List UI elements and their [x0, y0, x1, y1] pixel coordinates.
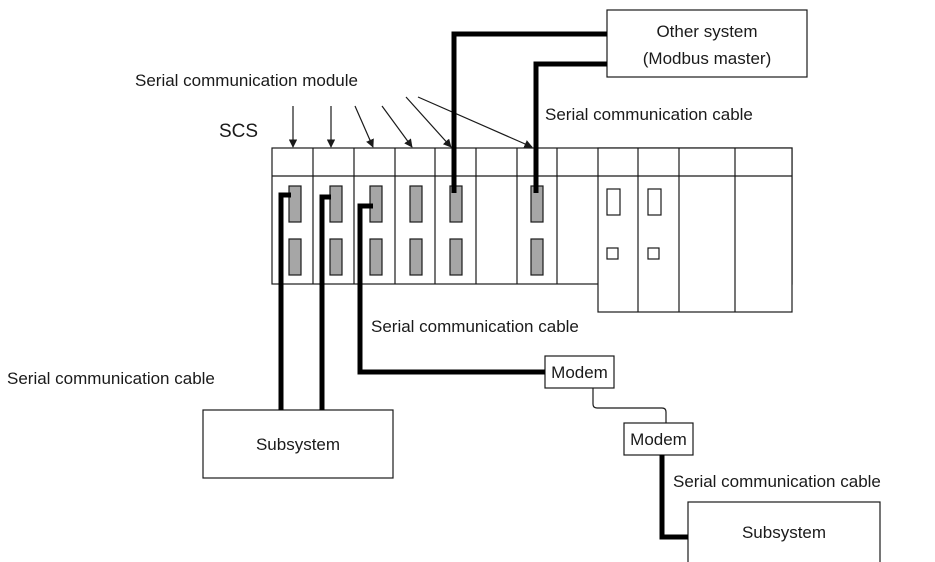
cable-subsystem-left-2 — [319, 194, 331, 410]
indicator-large-2 — [647, 188, 662, 216]
indicator-large-1 — [606, 188, 621, 216]
cable-label-bottom-right: Serial communication cable — [673, 472, 881, 491]
port-2a — [329, 185, 343, 223]
indicator-small-2 — [647, 247, 660, 260]
modem-link-line — [592, 388, 667, 423]
cable-modem-1 — [357, 203, 545, 375]
modem-2-box: Modem — [623, 422, 694, 456]
scs-rack — [271, 147, 793, 313]
port-1b — [288, 238, 302, 276]
cable-subsystem-right — [659, 455, 688, 540]
subsystem-right-label: Subsystem — [742, 523, 826, 542]
port-5b — [449, 238, 463, 276]
port-3b — [369, 238, 383, 276]
port-2b — [329, 238, 343, 276]
scs-label: SCS — [219, 121, 258, 142]
subsystem-right-box: Subsystem — [687, 501, 881, 562]
other-system-title: Other system — [656, 22, 757, 41]
modem-2-label: Modem — [630, 430, 687, 449]
cable-other-system-1 — [451, 31, 607, 193]
port-4a — [409, 185, 423, 223]
module-arrows — [288, 96, 533, 148]
rack-extended-modules — [597, 147, 793, 313]
indicator-small-1 — [606, 247, 619, 260]
module-label: Serial communication module — [135, 71, 358, 90]
other-system-box: Other system (Modbus master) — [606, 9, 808, 78]
serial-ports — [288, 185, 544, 276]
subsystem-left-box: Subsystem — [202, 409, 394, 479]
cable-other-system-2 — [533, 61, 607, 193]
module-indicators — [606, 188, 662, 260]
cable-label-left: Serial communication cable — [7, 369, 215, 388]
modem-1-box: Modem — [544, 355, 615, 389]
port-4b — [409, 238, 423, 276]
port-7b — [530, 238, 544, 276]
modem-1-label: Modem — [551, 363, 608, 382]
port-1a — [288, 185, 302, 223]
cable-subsystem-left-1 — [278, 192, 291, 410]
cable-label-middle: Serial communication cable — [371, 317, 579, 336]
serial-cables — [278, 31, 688, 540]
cable-label-top-right: Serial communication cable — [545, 105, 753, 124]
other-system-subtitle: (Modbus master) — [643, 49, 771, 68]
subsystem-left-label: Subsystem — [256, 435, 340, 454]
